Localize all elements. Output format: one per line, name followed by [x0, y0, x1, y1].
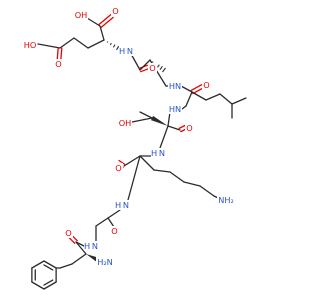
bond-22 — [181, 105, 187, 110]
bond-18 — [180, 85, 193, 93]
bond-57 — [59, 263, 73, 269]
bond-34 — [139, 111, 153, 119]
o-acid-top-text: O — [112, 6, 118, 16]
atom-label-layer: OH O HO O H N O HN O — [23, 6, 235, 267]
molecule-diagram: OH O HO O H N O HN O — [23, 6, 247, 290]
bond-0 — [86, 17, 101, 27]
o-lys-text: O — [115, 163, 121, 173]
bond-38 — [118, 159, 126, 166]
nh-lys-label: H N — [115, 200, 129, 210]
bond-42 — [169, 171, 185, 183]
nh-ala2-label: HN — [168, 81, 182, 91]
bond-63 — [31, 260, 45, 269]
bond-14 — [139, 59, 151, 71]
o-ala1-text: O — [111, 226, 117, 236]
nh-leu-text: HN — [169, 104, 181, 114]
oh-thr-text: OH — [119, 118, 132, 128]
bond-33 — [131, 117, 153, 123]
o-phe-label: O — [64, 228, 73, 238]
bond-3 — [99, 25, 105, 41]
bond-28 — [167, 111, 171, 127]
nh2-phe-label: H₂N — [96, 257, 114, 267]
bond-8 — [37, 43, 61, 49]
bond-40 — [139, 155, 155, 171]
oh-acid-top-text: OH — [75, 10, 88, 20]
bond-54 — [75, 241, 87, 255]
bond-43 — [183, 181, 201, 187]
bond-65 — [43, 264, 54, 271]
o-phe-text: O — [65, 228, 71, 238]
bond-37 — [123, 155, 141, 167]
nh-ala2-text: HN — [169, 81, 181, 91]
o-ala2-label: O — [148, 63, 157, 73]
bond-53 — [68, 236, 76, 244]
bond-49 — [95, 217, 109, 227]
wedge-bond-55 — [86, 254, 100, 263]
o-acid-side-label: O — [54, 59, 63, 69]
bond-26 — [231, 97, 247, 105]
nh2-phe-text: H₂N — [97, 257, 113, 267]
bond-47 — [107, 209, 121, 219]
nh2-lys-label: NH₂ — [217, 195, 235, 205]
bond-29 — [167, 125, 181, 131]
bond-35 — [159, 125, 169, 149]
bond-25 — [219, 93, 233, 105]
bond-10 — [60, 47, 63, 61]
bond-24 — [205, 93, 221, 101]
o-acid-top-label: O — [111, 6, 120, 16]
bond-9 — [56, 47, 59, 61]
o-ala1-label: O — [110, 226, 119, 236]
bond-64 — [43, 260, 57, 269]
bond-41 — [153, 169, 171, 173]
nh2-lys-text: NH₂ — [218, 195, 234, 205]
o-leu-label: O — [202, 80, 211, 90]
wedge-bond-32 — [150, 115, 168, 126]
bond-1 — [100, 16, 114, 29]
bond-20 — [190, 83, 203, 92]
bond-23 — [191, 91, 207, 101]
bond-60 — [31, 281, 45, 290]
bond-21 — [185, 91, 193, 107]
bond-46 — [127, 155, 141, 201]
nh-lys-text: H N — [115, 200, 129, 210]
bond-12 — [139, 68, 150, 73]
bond-5 — [87, 39, 105, 49]
ho-acid-side-text: HO — [24, 40, 37, 50]
nh-ala1-label: H N — [84, 241, 98, 251]
nh-thr-text: H N — [151, 148, 165, 158]
o-thr-text: O — [186, 123, 192, 133]
nh-ala1-text: H N — [84, 241, 98, 251]
o-thr-label: O — [185, 123, 194, 133]
bond-7 — [59, 37, 75, 49]
oh-acid-top-label: OH — [74, 10, 88, 20]
o-ala2-text: O — [149, 63, 155, 73]
nh-thr-label: H N — [151, 148, 165, 158]
o-acid-side-text: O — [55, 59, 61, 69]
nh-leu-label: HN — [168, 104, 182, 114]
bond-59 — [43, 279, 54, 286]
bond-layer — [31, 13, 247, 290]
bond-31 — [178, 124, 186, 130]
ho-acid-side-label: HO — [23, 40, 37, 50]
bond-58 — [43, 281, 57, 290]
bond-56 — [71, 253, 87, 265]
nh-glu-text: H N — [119, 46, 133, 56]
nh-glu-label: H N — [119, 46, 133, 56]
o-lys-label: O — [114, 163, 123, 173]
oh-thr-label: OH — [118, 118, 132, 128]
bond-44 — [199, 185, 215, 197]
o-leu-text: O — [203, 80, 209, 90]
bond-6 — [73, 37, 89, 49]
bond-2 — [98, 13, 112, 26]
